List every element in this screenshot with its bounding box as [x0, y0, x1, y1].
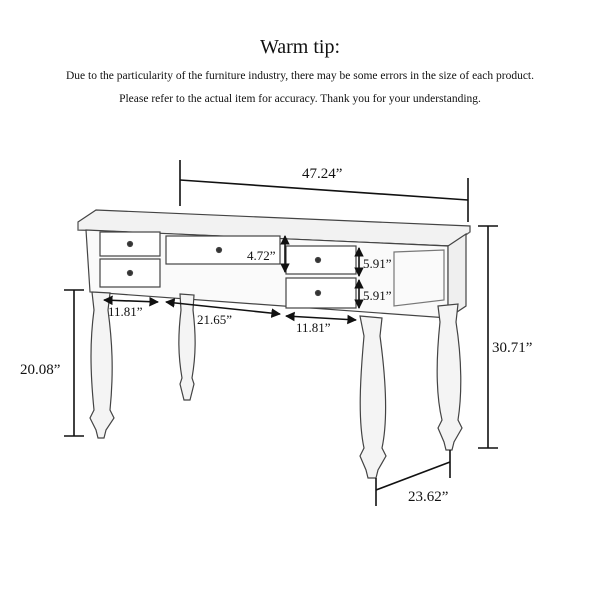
page-title: Warm tip:: [259, 36, 341, 58]
dimension-lines: [64, 160, 498, 506]
leg-back-right: [436, 303, 463, 451]
leg-front-left: [89, 291, 115, 439]
label-knee-height: 20.08”: [20, 362, 60, 378]
label-height: 30.71”: [492, 340, 532, 356]
disclaimer-line-2: Please refer to the actual item for accu…: [119, 93, 481, 105]
desk-side-panel: [447, 232, 467, 320]
dimension-labels: 47.24” 30.71” 20.08” 23.62” 11.81” 21.65…: [20, 166, 532, 505]
label-right-drawer-width: 11.81”: [296, 320, 331, 335]
drawer-center: [165, 235, 281, 265]
label-center-drawer-width: 21.65”: [197, 312, 232, 327]
label-right-bottom-drawer-height: 5.91”: [363, 288, 392, 303]
label-depth: 23.62”: [408, 489, 448, 505]
disclaimer-line-1: Due to the particularity of the furnitur…: [65, 70, 535, 82]
label-width: 47.24”: [302, 166, 342, 182]
label-right-top-drawer-height: 5.91”: [363, 256, 392, 271]
leg-front-right: [359, 315, 387, 479]
label-center-drawer-height: 4.72”: [247, 248, 276, 263]
label-left-drawer-width: 11.81”: [108, 304, 143, 319]
leg-back-left: [178, 293, 196, 401]
